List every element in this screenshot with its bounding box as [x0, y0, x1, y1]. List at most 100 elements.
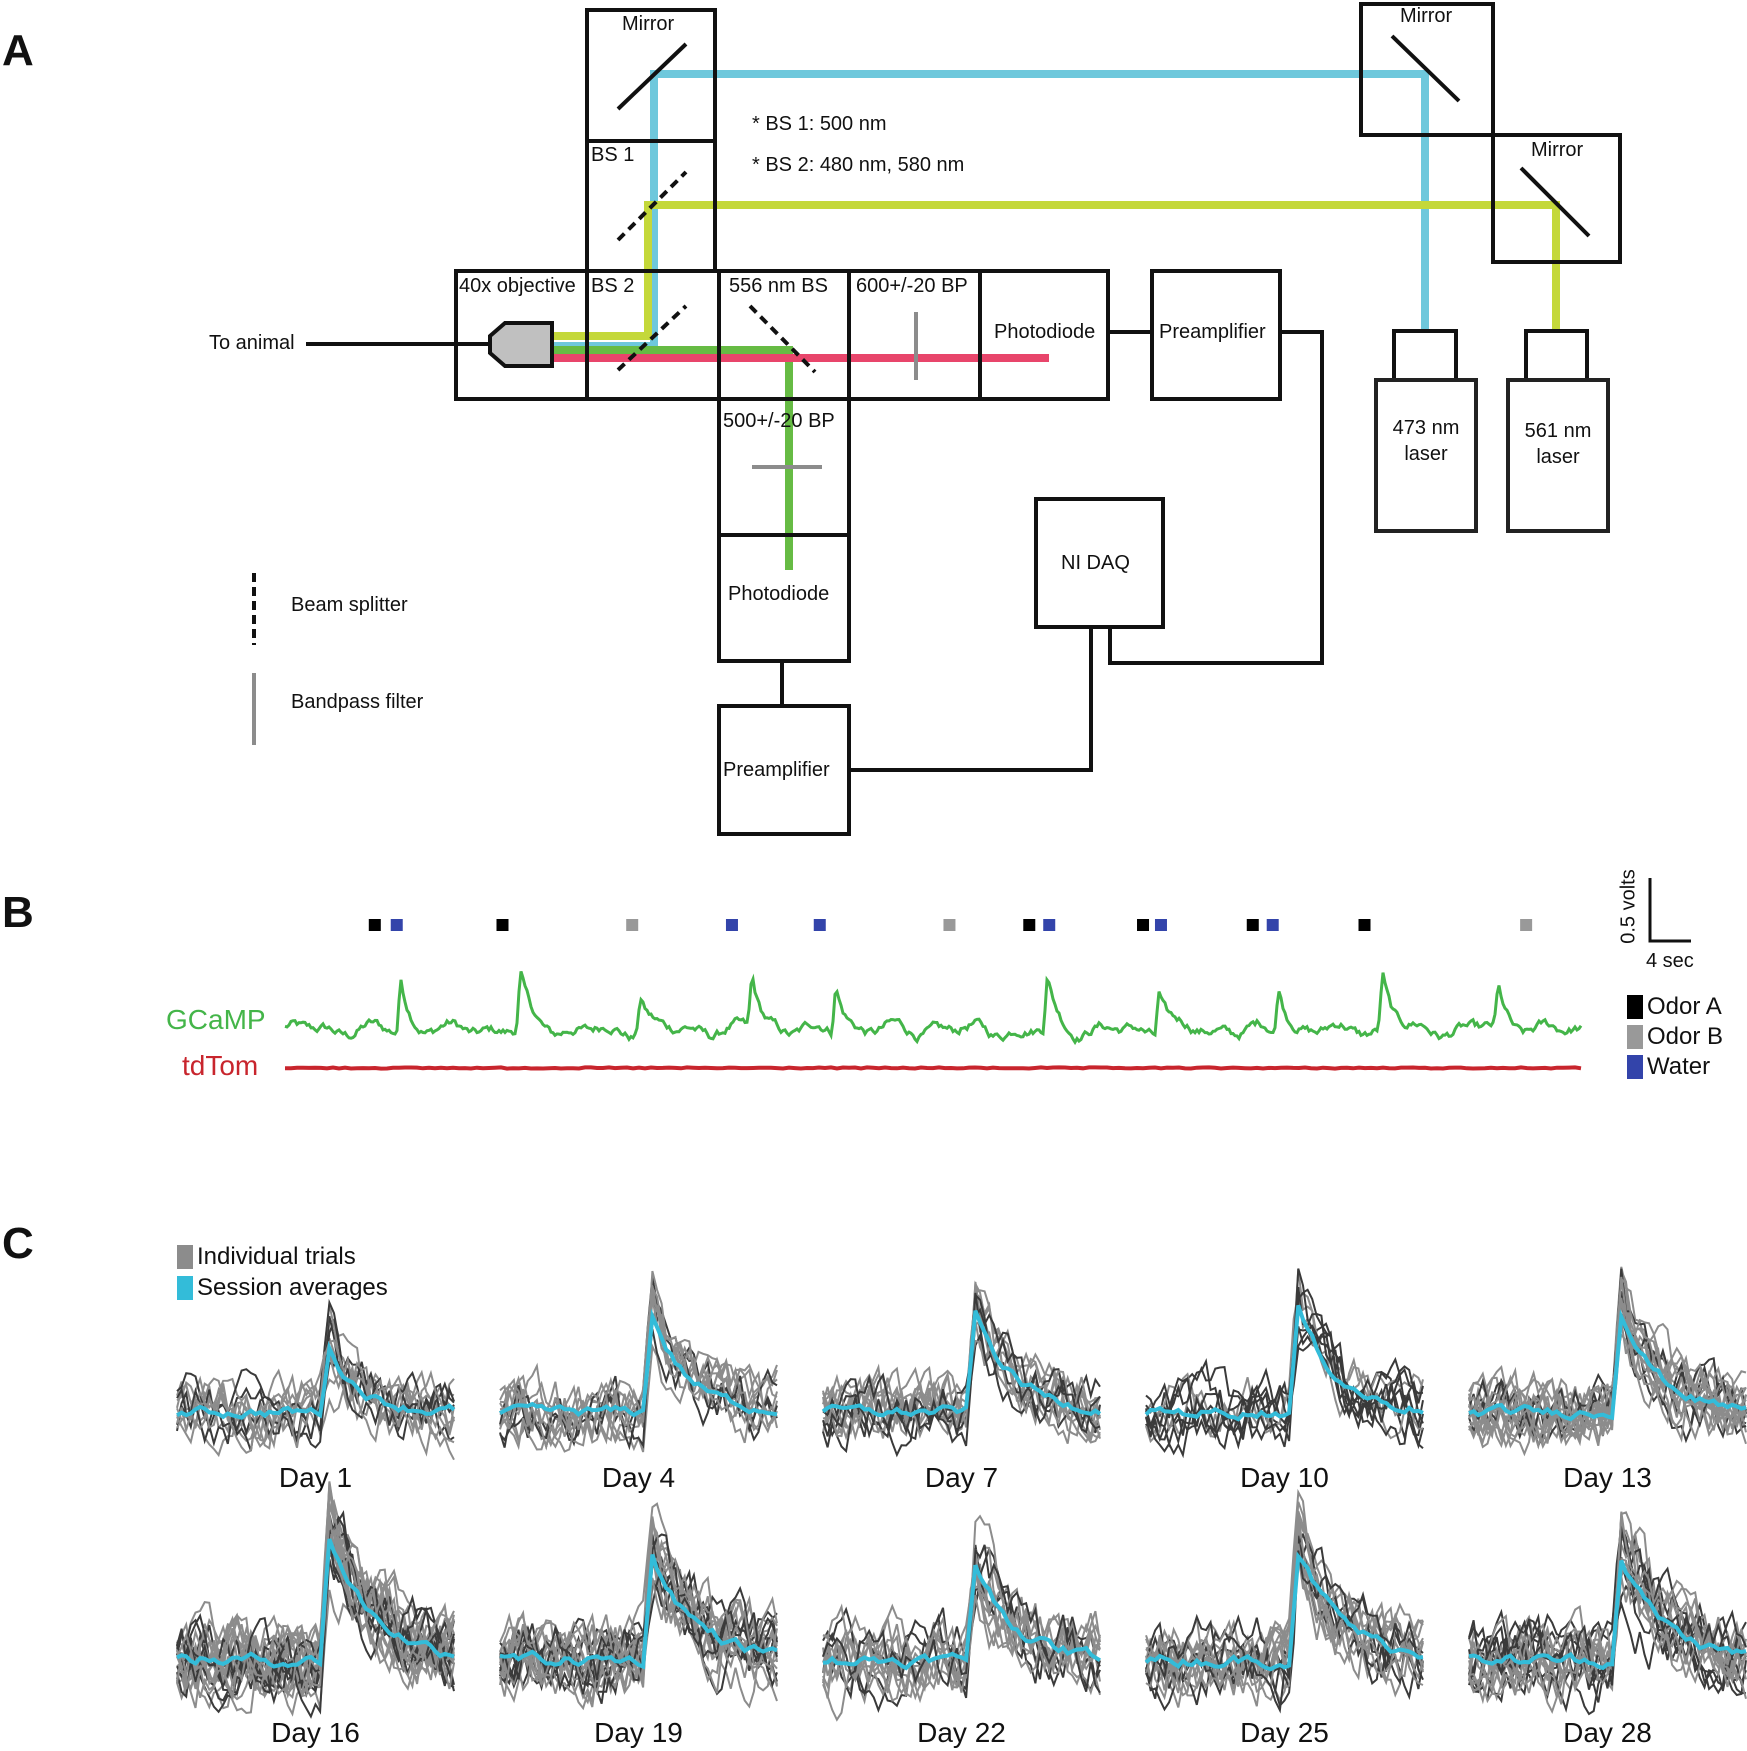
event-marker-water	[725, 919, 738, 931]
day-plot-day-7	[821, 1280, 1102, 1458]
event-marker-odor-a	[368, 919, 381, 931]
mirror-right1-label: Mirror	[1400, 5, 1453, 27]
bs556-label: 556 nm BS	[729, 275, 828, 297]
odor-b-swatch	[1627, 1025, 1643, 1049]
trial-trace	[176, 1304, 455, 1448]
day-label: Day 7	[924, 1462, 999, 1493]
gcamp-trace	[284, 970, 1583, 1046]
legend-individual-trials: Individual trials	[177, 1243, 356, 1271]
day-plot-day-25	[1144, 1488, 1424, 1714]
bs-notes: * BS 1: 500 nm * BS 2: 480 nm, 580 nm	[752, 104, 964, 186]
panel-letter-a: A	[2, 26, 34, 75]
day-label: Day 28	[1563, 1717, 1652, 1748]
photodiode-green-label: Photodiode	[728, 583, 830, 605]
mirror-right2-label: Mirror	[1531, 139, 1584, 161]
session-average-trace	[1468, 1309, 1747, 1422]
preamp-red-box	[1150, 269, 1282, 401]
trial-trace	[1145, 1288, 1424, 1459]
laser561-label-line1: 561 nm	[1524, 420, 1592, 442]
panel-letter-b: B	[2, 888, 34, 937]
laser473-body	[1374, 378, 1478, 533]
trial-trace	[822, 1568, 1101, 1686]
session-average-trace	[1144, 1551, 1424, 1672]
beam-splitter-legend-label: Beam splitter	[291, 594, 408, 616]
event-marker-water	[1043, 919, 1056, 931]
trial-trace	[176, 1539, 455, 1714]
wire-preamp2-daq	[847, 629, 1093, 772]
session-average-trace	[1144, 1304, 1424, 1422]
bs1-element	[616, 170, 688, 242]
trial-trace	[1468, 1302, 1747, 1441]
event-marker-odor-a	[496, 919, 509, 931]
tdtom-trace	[285, 1065, 1582, 1071]
session-average-trace	[176, 1340, 456, 1420]
trial-trace	[176, 1539, 455, 1699]
trial-trace	[1145, 1292, 1424, 1439]
objective-label: 40x objective	[459, 275, 576, 297]
trial-trace	[1468, 1302, 1747, 1445]
mirror-top-element	[616, 42, 688, 111]
day-label: Day 16	[271, 1717, 360, 1748]
photodiode-green-box	[717, 533, 851, 663]
water-swatch	[1627, 1055, 1643, 1079]
event-marker-odor-b	[1520, 919, 1533, 931]
trial-trace	[176, 1317, 455, 1439]
day-plot-day-28	[1468, 1511, 1747, 1716]
panel-letter-c: C	[2, 1219, 34, 1268]
day-label: Day 22	[917, 1717, 1006, 1748]
session-average-trace	[821, 1309, 1102, 1418]
session-average-trace	[1468, 1559, 1747, 1671]
trial-trace	[1145, 1324, 1424, 1451]
trial-trace	[1468, 1276, 1747, 1442]
mirror-right1-box	[1359, 2, 1495, 137]
trial-trace	[822, 1544, 1101, 1694]
legend-water: Water	[1627, 1053, 1710, 1081]
bp600-label: 600+/-20 BP	[856, 275, 968, 297]
day-label: Day 19	[594, 1717, 683, 1748]
bs1-note: * BS 1: 500 nm	[752, 113, 887, 135]
legend-session-averages: Session averages	[177, 1274, 388, 1302]
trial-trace	[176, 1528, 455, 1690]
laser561-label: 561 nm laser	[1506, 418, 1610, 470]
session-average-trace	[499, 1308, 778, 1418]
trial-trace	[1145, 1330, 1424, 1443]
odor-a-swatch	[1627, 995, 1643, 1019]
water-label: Water	[1647, 1053, 1711, 1080]
tdtom-label: tdTom	[182, 1050, 259, 1081]
event-marker-water	[1154, 919, 1167, 931]
gcamp-label: GCaMP	[166, 1004, 266, 1035]
event-marker-odor-a	[1358, 919, 1371, 931]
photodiode-red-box	[978, 269, 1110, 401]
trial-trace	[176, 1539, 455, 1702]
trial-trace	[1145, 1514, 1424, 1691]
trial-trace	[1468, 1559, 1747, 1705]
day-plot-day-4	[499, 1270, 778, 1453]
preamp-green-box	[717, 704, 851, 836]
bandpass-filter-legend-label: Bandpass filter	[291, 691, 424, 713]
trial-trace	[176, 1351, 455, 1455]
legend-odor-a: Odor A	[1627, 993, 1722, 1021]
bp500-label: 500+/-20 BP	[723, 410, 835, 432]
individual-trials-label: Individual trials	[197, 1243, 356, 1270]
trial-trace	[499, 1283, 778, 1445]
session-average-trace	[176, 1538, 455, 1669]
event-marker-odor-a	[1246, 919, 1259, 931]
day-label: Day 10	[1240, 1462, 1329, 1493]
event-marker-water	[390, 919, 403, 931]
laser561-label-line2: laser	[1536, 446, 1580, 468]
odor-a-label: Odor A	[1647, 993, 1722, 1020]
event-marker-odor-b	[943, 919, 956, 931]
trial-trace	[499, 1542, 778, 1687]
to-animal-label: To animal	[209, 332, 295, 354]
mirror-right2-element	[1519, 166, 1591, 238]
legend-odor-b: Odor B	[1627, 1023, 1723, 1051]
trial-trace	[1468, 1525, 1747, 1689]
day-label: Day 13	[1563, 1462, 1652, 1493]
trial-trace	[499, 1298, 778, 1434]
bs556-element	[748, 304, 817, 374]
preamp-green-label: Preamplifier	[723, 759, 830, 781]
mirror-right2-box	[1491, 133, 1622, 264]
trial-trace	[822, 1300, 1101, 1441]
mirror-top-label: Mirror	[622, 13, 675, 35]
